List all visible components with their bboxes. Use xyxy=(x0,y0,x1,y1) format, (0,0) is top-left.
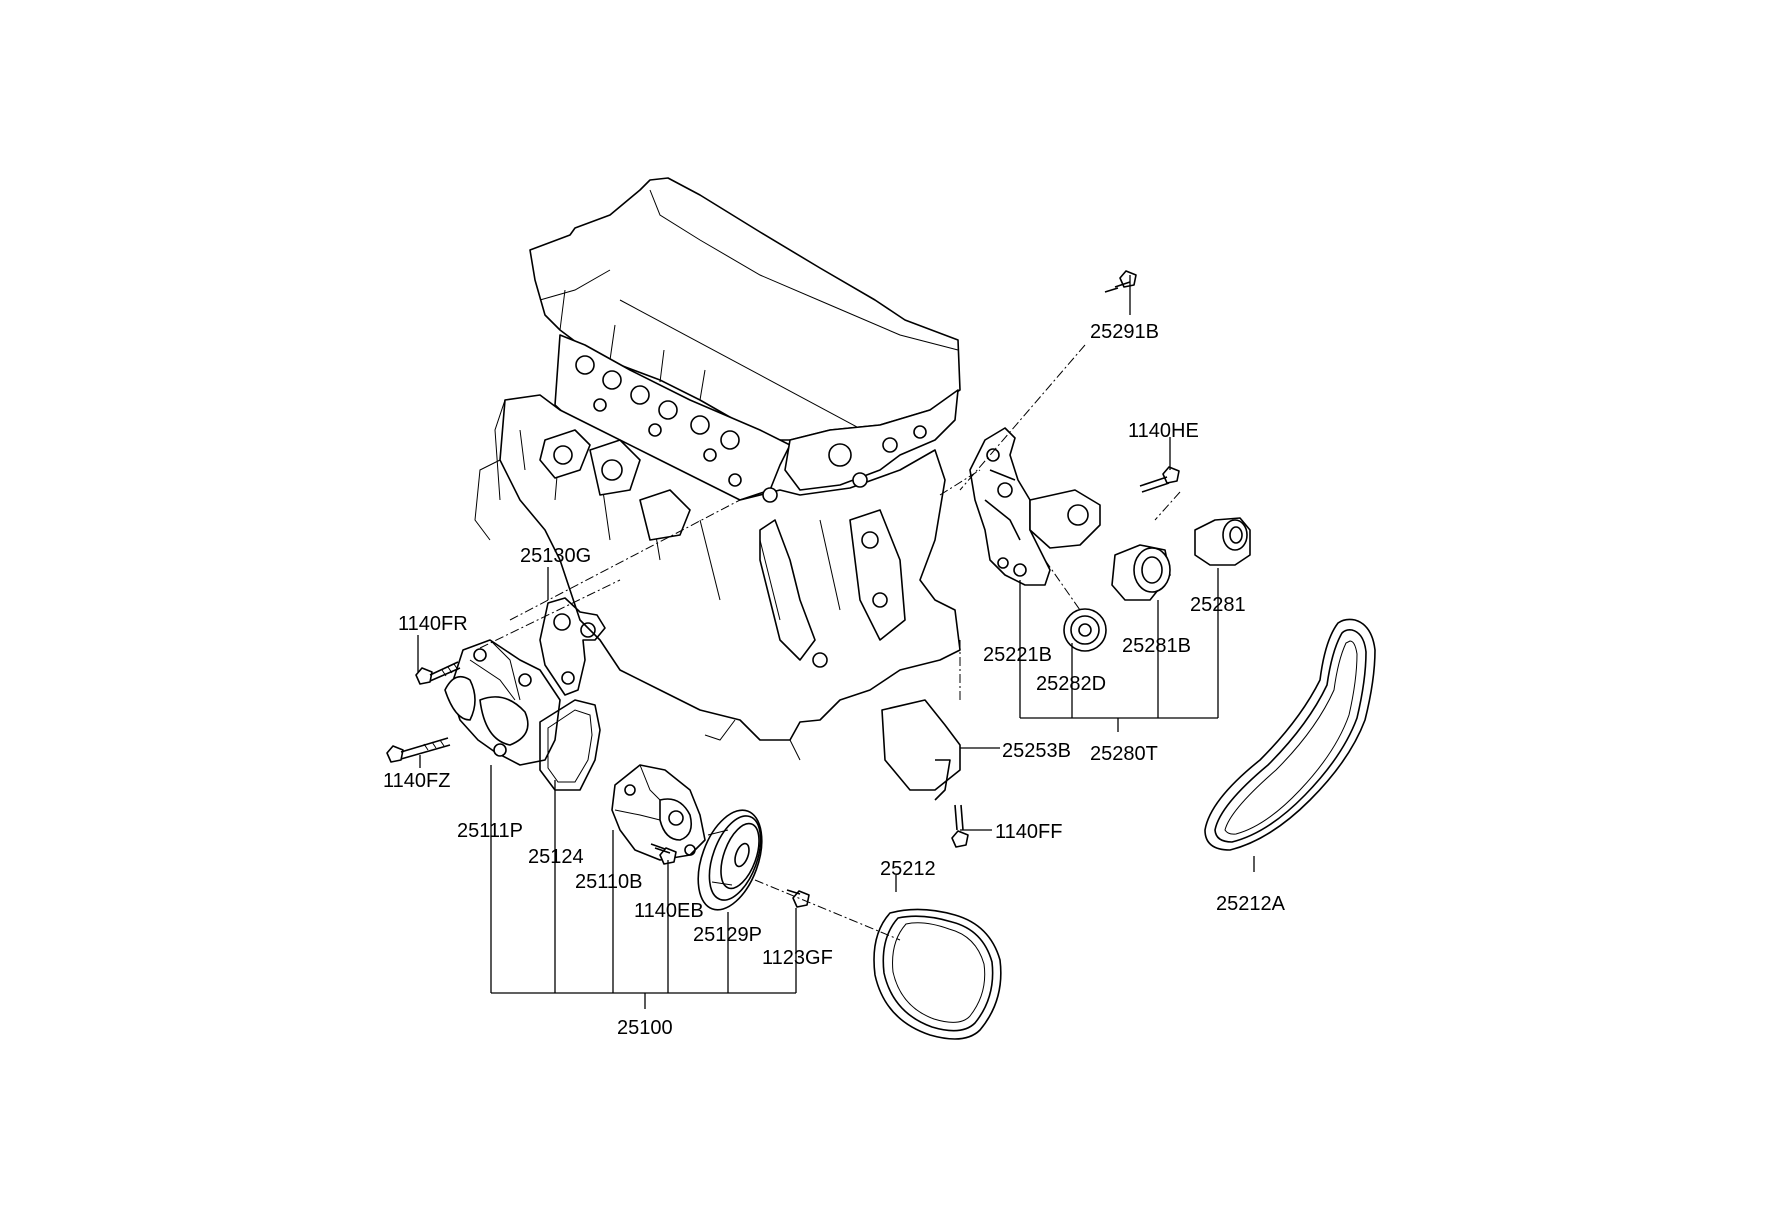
label-25221B: 25221B xyxy=(983,644,1052,666)
engine-block xyxy=(474,177,961,761)
callout-leaders xyxy=(417,275,1255,1009)
label-25281B: 25281B xyxy=(1122,635,1191,657)
belt-25212A xyxy=(1204,618,1376,851)
bracket-25221B xyxy=(969,427,1101,586)
label-25291B: 25291B xyxy=(1090,321,1159,343)
label-1123GF: 1123GF xyxy=(762,947,833,969)
label-1140EB: 1140EB xyxy=(634,900,704,922)
bolt-1123GF xyxy=(786,889,810,908)
belt-25212 xyxy=(873,908,1002,1040)
label-25111P: 25111P xyxy=(457,820,523,842)
tensioner-25281 xyxy=(1194,517,1251,566)
idler-25281B xyxy=(1111,544,1171,601)
label-1140HE: 1140HE xyxy=(1128,420,1199,442)
label-25130G: 25130G xyxy=(520,545,591,567)
assembly-lines xyxy=(479,344,1181,941)
label-25212A: 25212A xyxy=(1216,893,1286,915)
label-25282D: 25282D xyxy=(1036,673,1106,695)
gasket-25124 xyxy=(539,699,601,791)
bolt-1140FZ xyxy=(386,737,451,763)
label-1140FZ: 1140FZ xyxy=(383,770,450,792)
pump-body-25111P xyxy=(444,639,561,766)
label-25212: 25212 xyxy=(880,858,936,880)
label-25100: 25100 xyxy=(617,1017,673,1039)
callout-labels: 25291B 1140HE 25130G 1140FR 1140FZ 25111… xyxy=(383,321,1286,1039)
label-1140FF: 1140FF xyxy=(995,821,1062,843)
bolt-1140EB xyxy=(650,843,677,865)
pulley-25282D xyxy=(1063,608,1107,652)
label-25281: 25281 xyxy=(1190,594,1246,616)
label-1140FR: 1140FR xyxy=(398,613,468,635)
bolt-25291B xyxy=(1104,270,1137,293)
bracket-25253B xyxy=(881,699,961,801)
bolt-1140FR xyxy=(415,661,461,685)
bolt-1140HE xyxy=(1139,466,1180,493)
pump-housing-25110B xyxy=(611,764,706,861)
gasket-25130G xyxy=(539,597,606,696)
label-25280T: 25280T xyxy=(1090,743,1158,765)
bolt-1140FF xyxy=(951,804,969,848)
label-25253B: 25253B xyxy=(1002,740,1071,762)
pulley-25129P xyxy=(697,809,763,911)
label-25110B: 25110B xyxy=(575,871,642,893)
label-25129P: 25129P xyxy=(693,924,762,946)
label-25124: 25124 xyxy=(528,846,584,868)
